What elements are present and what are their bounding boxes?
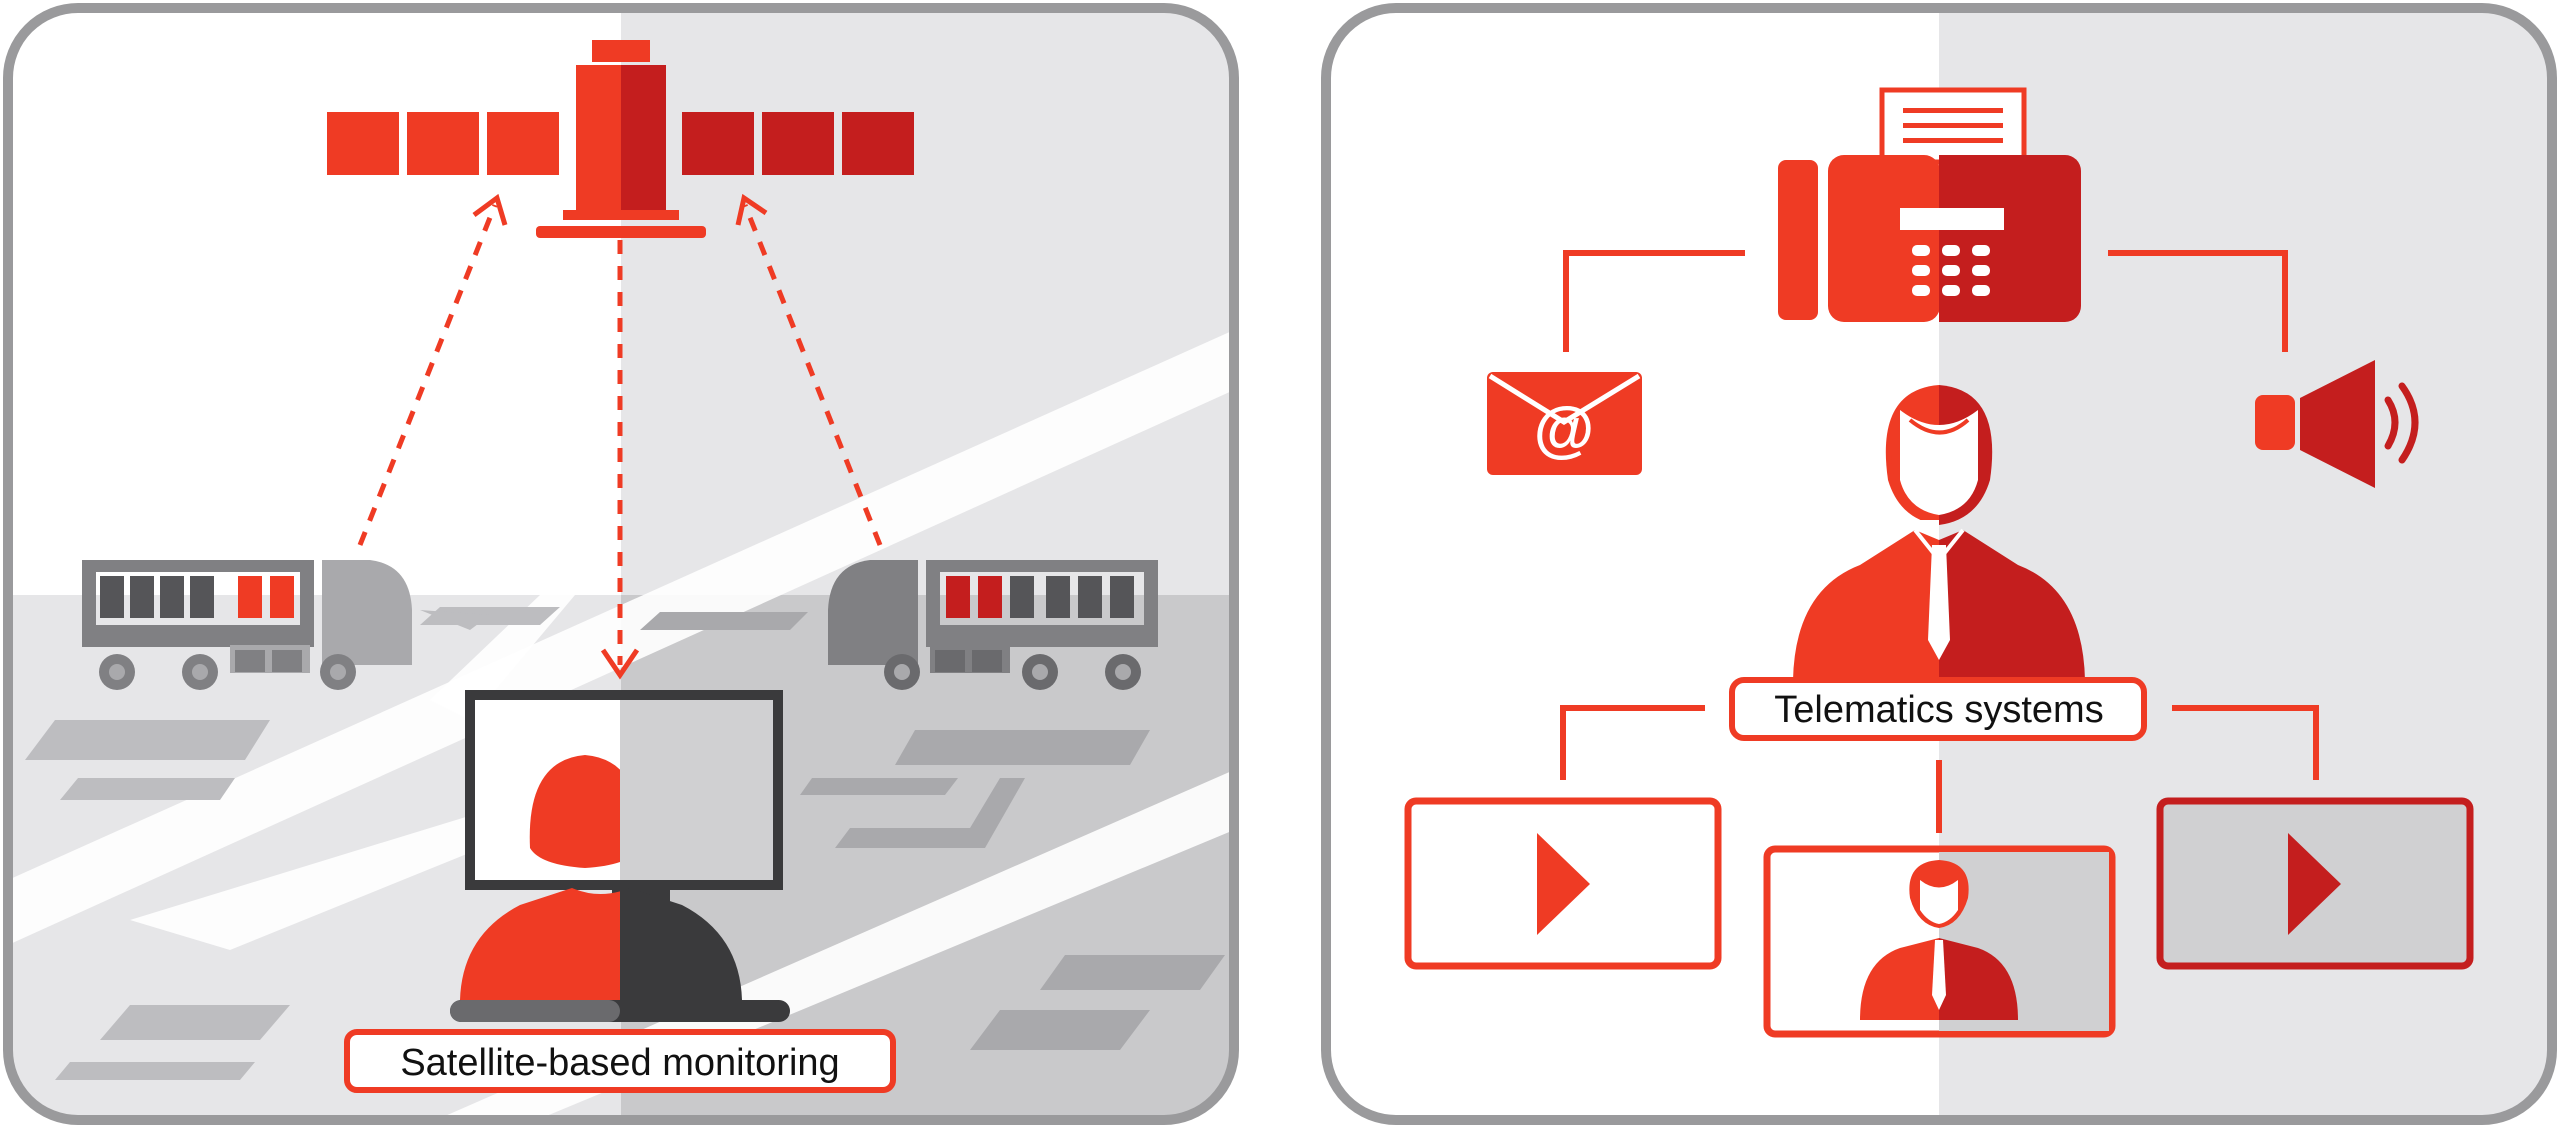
email-icon: @ bbox=[1487, 372, 1642, 475]
video-icon bbox=[2156, 797, 2474, 970]
truck-icon bbox=[82, 560, 412, 690]
caption-telematics: Telematics systems bbox=[1729, 677, 2147, 741]
left-panel-frame bbox=[3, 3, 1239, 1125]
signal-arrows bbox=[357, 204, 883, 665]
satellite-icon bbox=[327, 40, 914, 238]
right-panel: @ bbox=[1321, 3, 2557, 1125]
person-icon bbox=[1793, 385, 2085, 680]
video-call-icon bbox=[1763, 845, 2116, 1038]
person-icon bbox=[450, 755, 790, 1022]
video-icon bbox=[1404, 797, 1722, 970]
left-panel: Satellite-based monitoring bbox=[3, 3, 1239, 1125]
caption-satellite-monitoring: Satellite-based monitoring bbox=[344, 1029, 896, 1093]
arrowheads bbox=[472, 193, 768, 680]
caption-text: Telematics systems bbox=[1774, 689, 2103, 731]
right-panel-frame bbox=[1321, 3, 2557, 1125]
at-symbol: @ bbox=[1534, 395, 1594, 464]
fax-icon bbox=[1778, 87, 2081, 322]
connector-lines bbox=[1560, 250, 2319, 833]
truck-icon bbox=[828, 560, 1158, 690]
speaker-icon bbox=[2255, 360, 2419, 488]
caption-text: Satellite-based monitoring bbox=[400, 1042, 839, 1084]
